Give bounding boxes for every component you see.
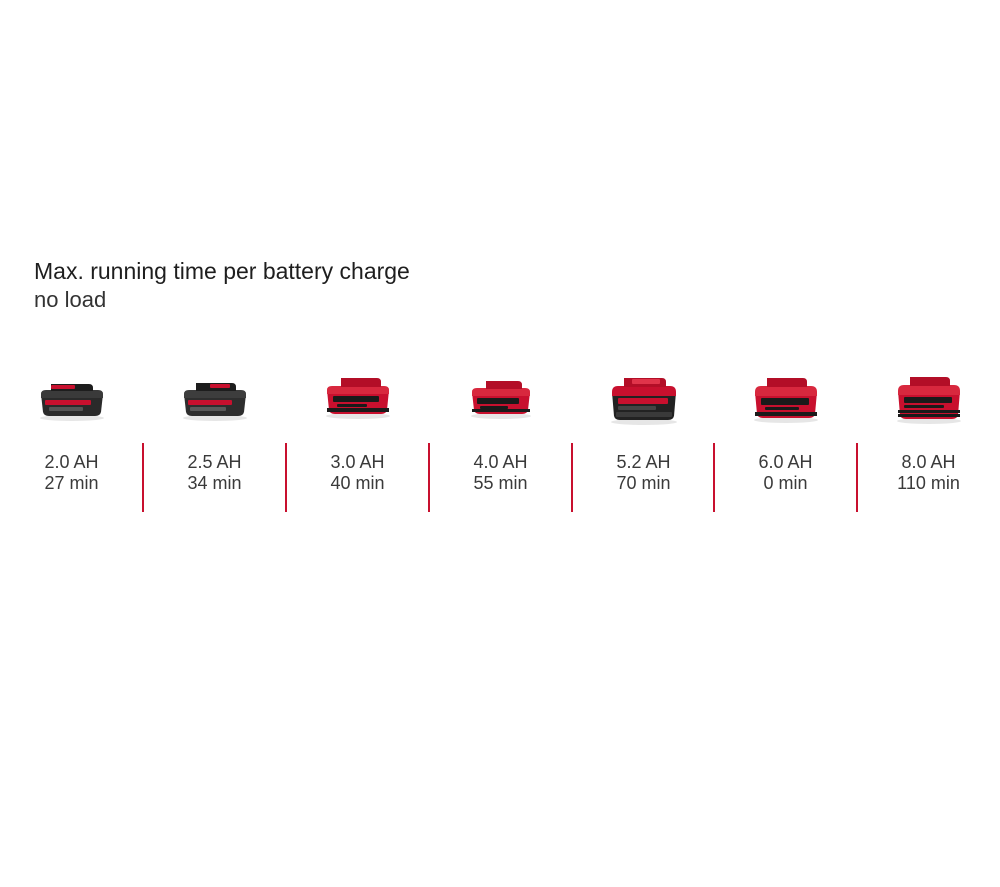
battery-item-4-0ah: 4.0 AH 55 min (429, 368, 572, 518)
battery-runtime: 55 min (473, 473, 528, 493)
battery-capacity: 2.0 AH (44, 452, 99, 472)
battery-item-8-0ah: 8.0 AH 110 min (857, 368, 1000, 518)
column-divider (428, 443, 430, 512)
battery-labels: 2.5 AH 34 min (143, 452, 286, 494)
battery-pack-8ah-icon (896, 377, 961, 424)
page-subtitle: no load (34, 287, 107, 312)
battery-pack-5-2ah-icon (610, 378, 677, 425)
column-divider (571, 443, 573, 512)
battery-pack-4ah-icon (470, 381, 531, 419)
battery-labels: 4.0 AH 55 min (429, 452, 572, 494)
battery-labels: 8.0 AH 110 min (857, 452, 1000, 494)
column-divider (713, 443, 715, 512)
battery-runtime: 34 min (187, 473, 242, 493)
battery-runtime: 0 min (763, 473, 808, 493)
column-divider (856, 443, 858, 512)
battery-runtime: 40 min (330, 473, 385, 493)
battery-item-3-0ah: 3.0 AH 40 min (286, 368, 429, 518)
battery-item-2-0ah: 2.0 AH 27 min (0, 368, 143, 518)
battery-item-6-0ah: 6.0 AH 0 min (714, 368, 857, 518)
battery-pack-3ah-icon (325, 378, 390, 419)
battery-pack-2-5ah-icon (182, 383, 247, 421)
page-title: Max. running time per battery charge (34, 258, 410, 284)
battery-labels: 5.2 AH 70 min (572, 452, 715, 494)
battery-labels: 6.0 AH 0 min (714, 452, 857, 494)
battery-runtime: 27 min (44, 473, 99, 493)
battery-capacity: 2.5 AH (187, 452, 242, 472)
battery-capacity: 3.0 AH (330, 452, 385, 472)
battery-runtime: 70 min (616, 473, 671, 493)
battery-pack-6ah-icon (753, 378, 818, 423)
chart-heading: Max. running time per battery charge no … (34, 256, 410, 314)
battery-capacity: 6.0 AH (758, 452, 813, 472)
battery-capacity: 5.2 AH (616, 452, 671, 472)
battery-capacity: 4.0 AH (473, 452, 528, 472)
battery-capacity: 8.0 AH (901, 452, 956, 472)
battery-runtime-row: 2.0 AH 27 min 2.5 AH 34 min (0, 368, 1000, 518)
battery-labels: 2.0 AH 27 min (0, 452, 143, 494)
column-divider (142, 443, 144, 512)
battery-labels: 3.0 AH 40 min (286, 452, 429, 494)
battery-pack-2ah-icon (39, 384, 104, 421)
battery-item-5-2ah: 5.2 AH 70 min (572, 368, 715, 518)
battery-item-2-5ah: 2.5 AH 34 min (143, 368, 286, 518)
column-divider (285, 443, 287, 512)
battery-runtime: 110 min (897, 473, 960, 493)
